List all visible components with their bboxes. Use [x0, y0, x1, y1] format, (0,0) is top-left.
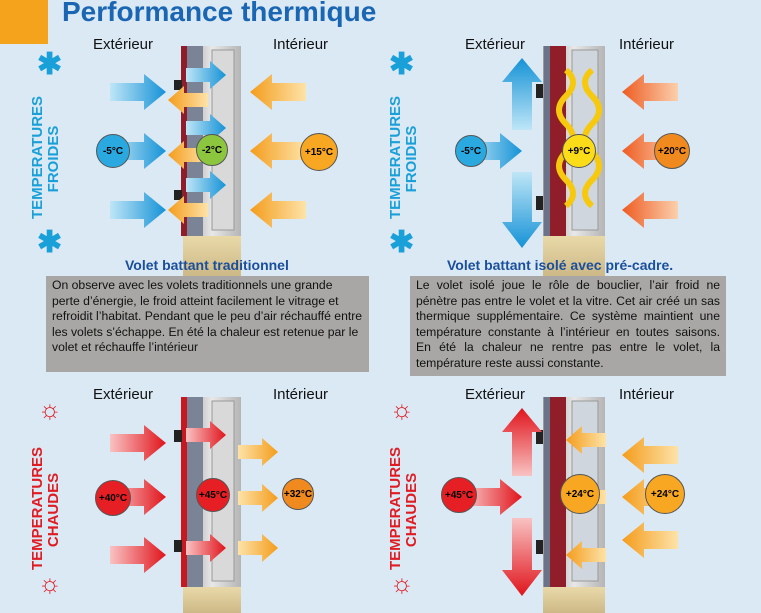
temp-inside-bottom-left: +32°C: [282, 478, 314, 510]
vertical-label-cold-left: TEMPERATURES FROIDES: [29, 95, 62, 219]
label-interieur-top-right: Intérieur: [619, 36, 675, 53]
label-interieur-bottom-left: Intérieur: [273, 386, 329, 403]
vertical-label-line1: TEMPERATURES: [387, 95, 404, 219]
vertical-label-hot-right: TEMPERATURES CHAUDES: [387, 446, 420, 570]
vertical-label-line1: TEMPERATURES: [29, 446, 46, 570]
sun-icon: ☼: [38, 394, 62, 424]
label-exterieur-bottom-left: Extérieur: [93, 386, 154, 403]
description-traditional: On observe avec les volets traditionnels…: [46, 276, 369, 372]
caption-traditional: Volet battant traditionnel: [125, 257, 289, 273]
vertical-label-line1: TEMPERATURES: [387, 446, 404, 570]
vertical-label-cold-right: TEMPERATURES FROIDES: [387, 95, 420, 219]
temp-outside-top-left: -5°C: [96, 134, 130, 168]
temp-inside-top-left: +15°C: [300, 133, 338, 171]
temp-outside-bottom-left: +40°C: [95, 480, 131, 516]
label-exterieur-bottom-right: Extérieur: [465, 386, 526, 403]
vertical-label-line2: CHAUDES: [403, 472, 420, 548]
sun-icon: ☼: [390, 394, 414, 424]
temp-inside-top-right: +20°C: [654, 133, 690, 169]
snowflake-icon: ✱: [37, 226, 63, 259]
accent-square: [0, 0, 48, 44]
caption-insulated: Volet battant isolé avec pré-cadre.: [447, 257, 674, 273]
temp-inside-bottom-right: +24°C: [645, 474, 685, 514]
vertical-label-line1: TEMPERATURES: [29, 95, 46, 219]
snowflake-icon: ✱: [37, 48, 63, 81]
vertical-label-line2: CHAUDES: [45, 472, 62, 548]
temp-between-top-right: +9°C: [562, 134, 596, 168]
sun-icon: ☼: [390, 568, 414, 598]
vertical-label-hot-left: TEMPERATURES CHAUDES: [29, 446, 62, 570]
sun-icon: ☼: [38, 568, 62, 598]
temp-outside-top-right: -5°C: [455, 135, 487, 167]
vertical-label-line2: FROIDES: [403, 125, 420, 193]
snowflake-icon: ✱: [389, 48, 415, 81]
label-interieur-top-left: Intérieur: [273, 36, 329, 53]
description-insulated: Le volet isolé joue le rôle de bouclier,…: [410, 276, 726, 376]
page-title: Performance thermique: [62, 0, 377, 27]
temp-between-bottom-left: +45°C: [196, 478, 230, 512]
arrows-bottom-right: [466, 408, 678, 596]
label-interieur-bottom-right: Intérieur: [619, 386, 675, 403]
temp-between-top-left: -2°C: [196, 134, 228, 166]
vertical-label-line2: FROIDES: [45, 125, 62, 193]
label-exterieur-top-right: Extérieur: [465, 36, 526, 53]
snowflake-icon: ✱: [389, 226, 415, 259]
label-exterieur-top-left: Extérieur: [93, 36, 154, 53]
temp-between-bottom-right: +24°C: [560, 474, 600, 514]
temp-outside-bottom-right: +45°C: [441, 477, 477, 513]
